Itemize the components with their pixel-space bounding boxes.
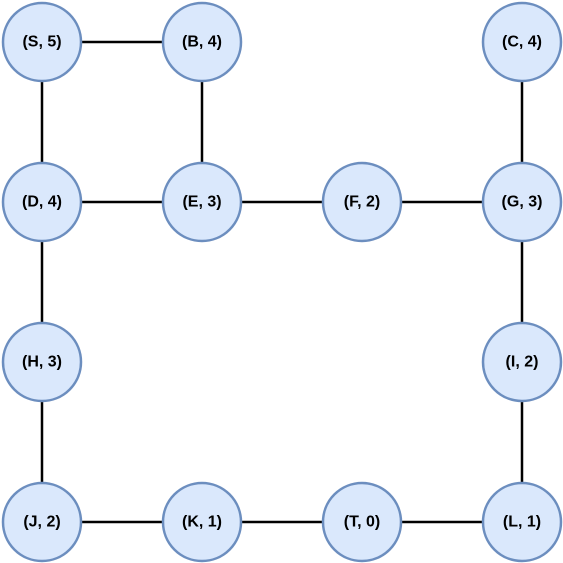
node-i-label: (I, 2) bbox=[506, 354, 539, 371]
node-c-circle bbox=[481, 1, 563, 83]
node-f-circle bbox=[321, 161, 403, 243]
edges-layer bbox=[40, 40, 524, 524]
node-j-label: (J, 2) bbox=[23, 514, 60, 531]
node-t: (T, 0) bbox=[321, 481, 403, 563]
node-b: (B, 4) bbox=[161, 1, 243, 83]
node-b-circle bbox=[161, 1, 243, 83]
node-h: (H, 3) bbox=[1, 321, 83, 403]
node-d-label: (D, 4) bbox=[22, 194, 62, 211]
node-g: (G, 3) bbox=[481, 161, 563, 243]
node-k-label: (K, 1) bbox=[182, 514, 222, 531]
node-c: (C, 4) bbox=[481, 1, 563, 83]
node-l-circle bbox=[481, 481, 563, 563]
node-e-circle bbox=[161, 161, 243, 243]
node-d-circle bbox=[1, 161, 83, 243]
node-e: (E, 3) bbox=[161, 161, 243, 243]
node-b-label: (B, 4) bbox=[182, 34, 222, 51]
node-s: (S, 5) bbox=[1, 1, 83, 83]
node-g-circle bbox=[481, 161, 563, 243]
node-t-circle bbox=[321, 481, 403, 563]
node-i: (I, 2) bbox=[481, 321, 563, 403]
node-h-label: (H, 3) bbox=[22, 354, 62, 371]
node-g-label: (G, 3) bbox=[502, 194, 543, 211]
node-j-circle bbox=[1, 481, 83, 563]
node-t-label: (T, 0) bbox=[344, 514, 380, 531]
node-k-circle bbox=[161, 481, 243, 563]
node-i-circle bbox=[481, 321, 563, 403]
node-l-label: (L, 1) bbox=[503, 514, 541, 531]
node-d: (D, 4) bbox=[1, 161, 83, 243]
node-f-label: (F, 2) bbox=[344, 194, 380, 211]
node-e-label: (E, 3) bbox=[182, 194, 221, 211]
node-c-label: (C, 4) bbox=[502, 34, 542, 51]
node-h-circle bbox=[1, 321, 83, 403]
node-f: (F, 2) bbox=[321, 161, 403, 243]
node-k: (K, 1) bbox=[161, 481, 243, 563]
node-l: (L, 1) bbox=[481, 481, 563, 563]
node-j: (J, 2) bbox=[1, 481, 83, 563]
node-s-label: (S, 5) bbox=[22, 34, 61, 51]
node-s-circle bbox=[1, 1, 83, 83]
